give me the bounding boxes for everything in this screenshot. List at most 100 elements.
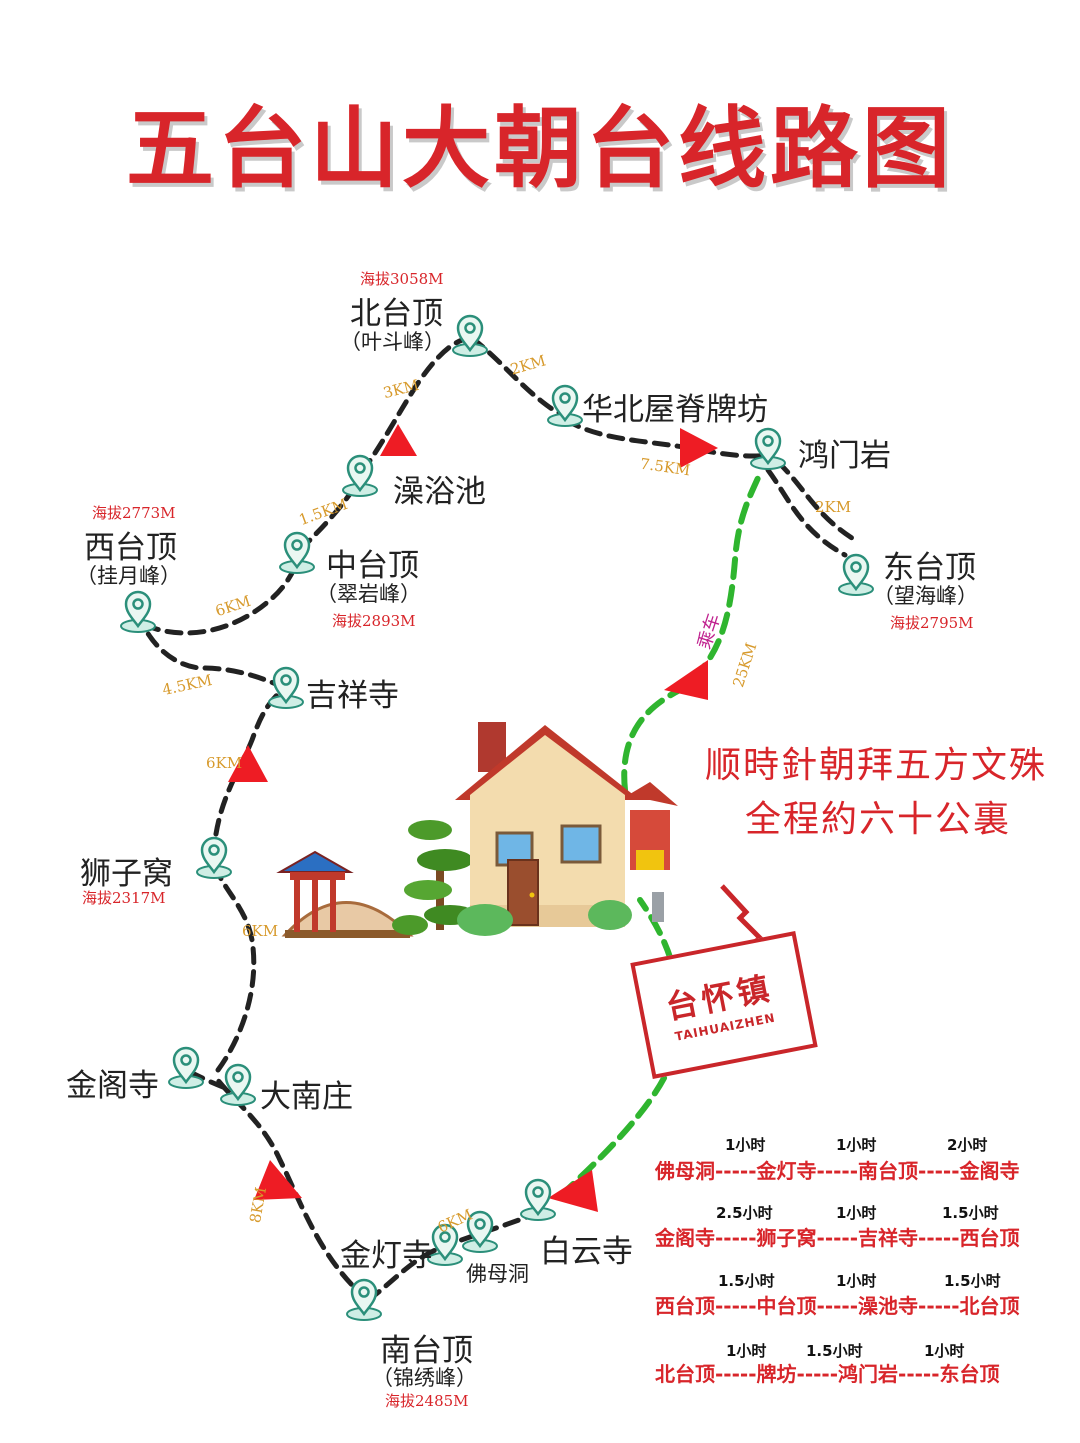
pine-tree-icon [404,820,476,930]
pin-beitai-icon [451,314,489,358]
schedule-time: 1小时 [725,1136,766,1154]
pin-dananzhuang-icon [219,1063,257,1107]
house-icon [455,722,640,927]
distance-shizi-jixiang: 6KM [206,754,243,772]
schedule-time: 2.5小时 [716,1204,773,1222]
baiyun-label: 白云寺 [540,1234,633,1270]
schedule-time: 1小时 [726,1342,767,1360]
schedule-row-2: 金阁寺-----狮子窝-----吉祥寺-----西台顶 [655,1222,1020,1251]
bushes-icon [392,892,664,936]
xitai-label: 西台顶 [84,530,177,566]
pin-baiyun-icon [519,1178,557,1222]
schedule-stop: 东台顶 [939,1362,1000,1386]
jinge-label: 金阁寺 [66,1068,159,1104]
schedule-time: 1小时 [836,1272,877,1290]
pin-shizi-icon [195,836,233,880]
schedule-stop: 金阁寺 [655,1226,715,1250]
pin-jixiang-icon [267,666,305,710]
dananzhuang-label: 大南庄 [260,1079,353,1115]
arrow-left-baiyun [548,1170,598,1212]
route-jinge-shizi [211,685,288,1073]
schedule-separator: ----- [816,1226,859,1250]
route-hongmen-dongtai-a [765,467,848,558]
schedule-stop: 吉祥寺 [858,1226,919,1250]
beitai-label: 北台顶 [350,296,443,332]
schedule-stop: 南台顶 [858,1159,919,1183]
direction-arrows [228,424,718,1212]
schedule-separator: ----- [918,1226,960,1250]
note-line-1: 顺時針朝拜五方文殊 [705,745,1048,786]
schedule-stop: 牌坊 [756,1362,797,1386]
schedule-separator: ----- [918,1294,960,1318]
beitai-altitude: 海拔3058M [360,270,444,288]
schedule-time: 1.5小时 [942,1204,999,1222]
jixiang-label: 吉祥寺 [306,678,399,714]
schedule-stop: 狮子窝 [756,1226,817,1250]
arrow-up-zaoyu [380,424,417,456]
pin-dongtai-icon [837,553,875,597]
schedule-row-3: 西台顶-----中台顶-----澡池寺-----北台顶 [655,1290,1020,1319]
schedule-row-1: 佛母洞-----金灯寺-----南台顶-----金阁寺 [655,1155,1020,1184]
map-title: 五台山大朝台线路图 [125,97,954,200]
beitai-alias: （叶斗峰） [340,330,445,354]
schedule-separator: ----- [918,1159,960,1183]
pin-jinge-icon [167,1046,205,1090]
distance-jinge-shizi: 6KM [242,922,279,940]
pin-huabei-icon [546,384,584,428]
schedule-stop: 鸿门岩 [838,1362,899,1386]
schedule-time: 2小时 [947,1136,988,1154]
arrow-drive [664,660,708,700]
schedule-row-4: 北台顶-----牌坊-----鸿门岩-----东台顶 [655,1358,1000,1387]
schedule-stop: 西台顶 [655,1294,715,1318]
schedule-stop: 北台顶 [655,1362,715,1386]
route-zaoyu-beitai [359,335,473,475]
dongtai-altitude: 海拔2795M [890,614,974,632]
huabei-label: 华北屋脊牌坊 [582,392,768,428]
schedule-time: 1小时 [924,1342,965,1360]
zhongtai-label: 中台顶 [326,548,419,584]
schedule-time: 1.5小时 [806,1342,863,1360]
schedule-stop: 金阁寺 [959,1159,1020,1183]
route-jixiang-xitai [139,619,288,691]
jindeng-label: 金灯寺 [340,1238,433,1274]
schedule-separator: ----- [715,1294,757,1318]
shizi-altitude: 海拔2317M [82,889,166,907]
note-line-2: 全程約六十公裏 [745,799,1012,840]
schedule-time: 1小时 [836,1136,877,1154]
dongtai-label: 东台顶 [883,550,976,586]
shizi-label: 狮子窝 [80,856,173,892]
schedule-time: 1.5小时 [944,1272,1001,1290]
zaoyu-label: 澡浴池 [393,474,486,510]
pavilion-icon [276,850,414,938]
distance-hongmen-dongtai: 2KM [815,498,852,516]
schedule-stop: 澡池寺 [858,1294,919,1318]
xitai-altitude: 海拔2773M [92,504,176,522]
xitai-alias: （挂月峰） [76,564,181,588]
route-hongmen-dongtai-b [775,459,858,543]
nantai-altitude: 海拔2485M [385,1392,469,1410]
schedule-separator: ----- [715,1362,757,1386]
nantai-alias: （锦绣峰） [372,1366,477,1390]
schedule-time: 1小时 [836,1204,877,1222]
schedule-stop: 佛母洞 [655,1159,715,1183]
pin-hongmen-icon [749,427,787,471]
arrow-up-shizi [228,745,268,782]
arrow-up-nantai [254,1160,302,1200]
arrow-right-huabei [680,428,718,468]
schedule-stop: 西台顶 [959,1226,1020,1250]
fomu-label: 佛母洞 [466,1262,529,1286]
schedule-separator: ----- [898,1362,940,1386]
schedule-separator: ----- [715,1226,757,1250]
zhongtai-altitude: 海拔2893M [332,612,416,630]
hongmen-label: 鸿门岩 [798,438,891,474]
schedule-time: 1.5小时 [718,1272,775,1290]
schedule-stop: 金灯寺 [756,1159,817,1183]
schedule-stop: 中台顶 [756,1294,817,1318]
dongtai-alias: （望海峰） [873,584,978,608]
zhongtai-alias: （翠岩峰） [316,582,421,606]
schedule-separator: ----- [816,1159,859,1183]
schedule-separator: ----- [816,1294,859,1318]
drive-town-hongmen [621,475,761,793]
schedule-stop: 北台顶 [959,1294,1020,1318]
nantai-label: 南台顶 [380,1333,473,1369]
